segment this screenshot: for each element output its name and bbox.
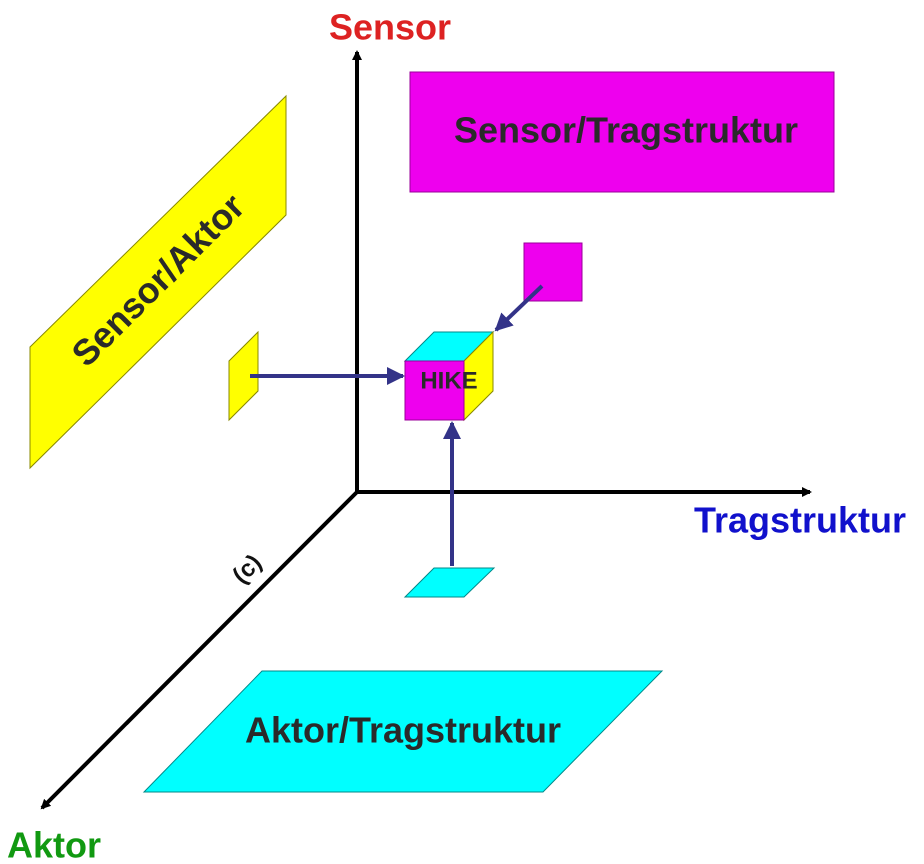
sensor-aktor-plane	[29, 94, 287, 470]
cube-front-face	[404, 360, 465, 421]
tragstruktur-axis-label: Tragstruktur	[694, 500, 906, 541]
arrow-from-sensor-tragstruktur	[494, 284, 544, 332]
hike-label: HIKE	[420, 367, 477, 394]
small-cyan-plane	[403, 567, 496, 598]
sensor-axis-label: Sensor	[329, 7, 451, 48]
copyright-mark: (c)	[227, 549, 267, 589]
aktor-tragstruktur-label: Aktor/Tragstruktur	[245, 710, 561, 751]
aktor-axis	[40, 490, 359, 810]
sensor-aktor-label: Sensor/Aktor	[63, 185, 252, 374]
small-yellow-plane	[228, 330, 259, 422]
aktor-tragstruktur-plane	[142, 670, 664, 793]
sensor-tragstruktur-label: Sensor/Tragstruktur	[454, 110, 798, 151]
aktor-axis-label: Aktor	[7, 825, 101, 864]
sensor-tragstruktur-plane	[409, 71, 835, 193]
